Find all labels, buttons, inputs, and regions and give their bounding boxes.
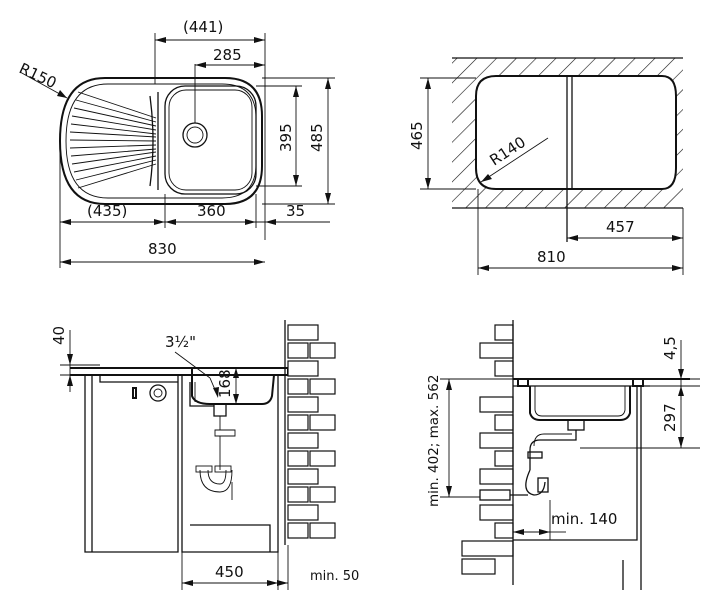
bottom-left-section-view: 40 3½" 168 450 min. 50 [50,320,359,590]
top-left-plan-view: R150 (441) 285 395 485 [16,18,335,268]
dim-cutout-total: 810 [537,248,566,266]
radius-label: R150 [16,59,59,92]
dim-height-range: min. 402; max. 562 [426,375,442,507]
dim-top-inner: 285 [213,46,242,64]
cutout-outline [475,75,677,190]
brick-wall-left [284,320,336,545]
cutout-radius-label: R140 [486,133,529,169]
dim-cabinet-width: 450 [215,563,244,581]
drainer-grooves [69,91,159,190]
bottom-right-section-view: min. 402; max. 562 4,5 297 min. 140 [426,320,700,590]
dim-top-outer: (441) [183,18,223,36]
dim-cutout-height: 465 [408,121,426,150]
sink-outline [58,77,263,205]
dim-wall-clearance: min. 50 [310,569,359,584]
sink-bowl-side [529,386,631,421]
dim-bowl: 360 [197,202,226,220]
waste-size-label: 3½" [165,333,196,351]
dim-margin: 35 [286,202,305,220]
dim-bowl-height: 297 [661,403,679,432]
dim-drainer: (435) [87,202,127,220]
dim-min-clearance: min. 140 [551,510,617,528]
dim-countertop: 40 [50,326,68,345]
dim-height-inner: 395 [277,123,295,152]
dim-total: 830 [148,240,177,258]
dim-cutout-part: 457 [606,218,635,236]
brick-wall-right [461,320,514,585]
dim-bowl-depth: 168 [216,369,234,398]
bowl [164,85,257,195]
top-right-cutout-view: 465 R140 457 810 [408,57,684,275]
dim-lip: 4,5 [661,336,679,360]
dim-height-outer: 485 [308,123,326,152]
